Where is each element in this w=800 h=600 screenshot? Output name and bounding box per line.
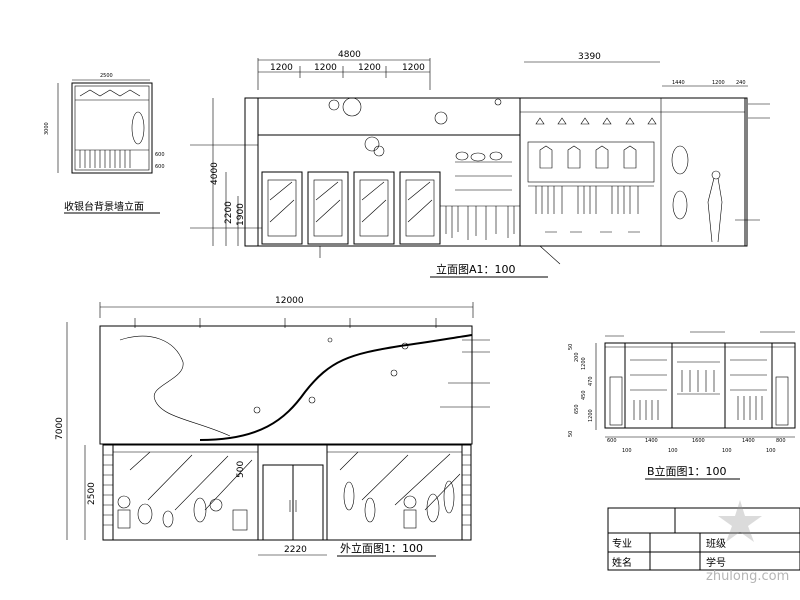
a1-dim-right-2: 1200 (712, 80, 725, 86)
b-bottom-dim-3: 1600 (692, 438, 705, 444)
title-block: 专业 班级 姓名 学号 (607, 507, 800, 571)
a1-dim-1: 1200 (270, 63, 293, 73)
watermark-logo: zhulong.com (706, 500, 789, 584)
wall-right-dim-1: 600 (155, 152, 165, 158)
title-block-label-3: 姓名 (612, 556, 632, 569)
a1-dim-right-1: 1440 (672, 80, 685, 86)
a1-title: 立面图A1：100 (436, 262, 516, 276)
exterior-title: 外立面图1：100 (340, 541, 423, 555)
b-dim-1: 50 (568, 344, 574, 350)
ext-low-dim: 2500 (87, 482, 97, 505)
a1-dim-3: 1200 (358, 63, 381, 73)
b-dim-7: 1200 (588, 409, 594, 422)
ext-width-dim: 12000 (275, 296, 304, 306)
ext-mid-dim: 500 (236, 461, 246, 478)
cashier-wall-elevation: 2500 3000 600 600 收银台背景墙立面 (44, 73, 165, 214)
b-title: B立面图1：100 (647, 464, 727, 478)
wall-elevation-title: 收银台背景墙立面 (64, 200, 144, 213)
a1-dim-2: 1200 (314, 63, 337, 73)
a1-dim-1900: 1900 (236, 203, 246, 226)
a1-dim-height: 4000 (210, 162, 220, 185)
wall-width-dim: 2500 (100, 73, 113, 79)
a1-dim-2200: 2200 (224, 201, 234, 224)
b-under-dim-1: 100 (622, 448, 632, 454)
watermark-text: zhulong.com (706, 569, 789, 584)
a1-doors (261, 171, 441, 245)
ext-door-dim: 2220 (284, 545, 307, 555)
title-block-label-4: 学号 (706, 556, 726, 569)
a1-dim-total: 4800 (338, 50, 361, 60)
b-dim-8: 50 (568, 431, 574, 437)
b-bottom-dim-5: 800 (776, 438, 786, 444)
wall-right-dim-2: 600 (155, 164, 165, 170)
b-under-dim-4: 100 (766, 448, 776, 454)
wall-height-dim: 3000 (44, 122, 50, 135)
title-block-label-2: 班级 (706, 538, 726, 550)
exterior-elevation: 12000 7000 2500 (55, 296, 490, 557)
a1-dim-right-3: 240 (736, 80, 746, 86)
elevation-b: 50 200 1200 470 450 650 1200 50 600 1400… (568, 331, 796, 480)
b-dim-6: 650 (574, 404, 580, 414)
title-block-label-1: 专业 (612, 537, 632, 550)
a1-dim-right-total: 3390 (578, 52, 601, 62)
b-under-dim-3: 100 (722, 448, 732, 454)
elevation-a1: 4800 1200 1200 1200 1200 3390 1440 1200 … (190, 50, 770, 278)
b-dim-5: 450 (581, 390, 587, 400)
a1-dim-4: 1200 (402, 63, 425, 73)
b-dim-2: 200 (574, 352, 580, 362)
b-under-dim-2: 100 (668, 448, 678, 454)
b-dim-3: 1200 (581, 357, 587, 370)
b-bottom-dim-2: 1400 (645, 438, 658, 444)
b-bottom-dim-1: 600 (607, 438, 617, 444)
b-dim-4: 470 (588, 376, 594, 386)
ext-height-dim: 7000 (55, 417, 65, 440)
wall-slats (79, 150, 131, 168)
b-bottom-dim-4: 1400 (742, 438, 755, 444)
